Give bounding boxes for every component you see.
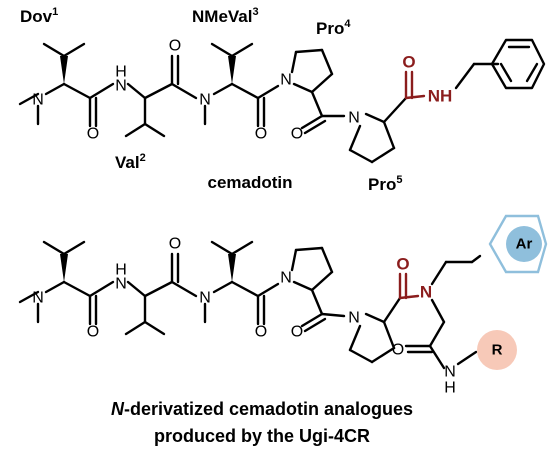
atom-n-val: N <box>115 78 127 95</box>
r-group-circle <box>477 330 517 370</box>
analogue-structure: Ar R N H N O O N O N O N O N O N H <box>18 214 548 397</box>
r-label: R <box>492 342 503 359</box>
atom-h-glycinamide: H <box>444 380 456 397</box>
atom-nh-amide: NH <box>428 87 453 106</box>
atom-o-dov: O <box>87 126 99 143</box>
atom-n-nmeval: N <box>199 92 211 109</box>
caption-line1: N-derivatized cemadotin analogues <box>111 399 413 419</box>
aryl-circle <box>506 226 542 262</box>
atom-n-val-b: N <box>115 276 127 293</box>
ar-label: Ar <box>516 236 533 253</box>
atom-n-dov: N <box>32 92 44 109</box>
cemadotin-structure: N H N O O N O N O N O NH Dov1 Val2 NMeVa… <box>18 6 546 194</box>
atom-o-amide: O <box>402 53 415 72</box>
atom-o-nmeval: O <box>255 126 267 143</box>
label-pro4: Pro4 <box>316 18 351 38</box>
atom-o-glycinamide: O <box>392 342 404 359</box>
label-pro5: Pro5 <box>368 174 402 194</box>
atom-n-pro4: N <box>280 72 292 89</box>
atom-n-dov-b: N <box>32 290 44 307</box>
atom-o-pro4: O <box>291 126 303 143</box>
atom-n-pro5-b: N <box>348 310 360 327</box>
aryl-ring <box>488 214 548 274</box>
atom-h-val: H <box>115 64 127 81</box>
atom-n-glycinamide: N <box>444 364 456 381</box>
atom-o-val-b: O <box>169 236 181 253</box>
atom-h-val-b: H <box>115 262 127 279</box>
label-val2: Val2 <box>115 152 146 172</box>
caption-line2: produced by the Ugi-4CR <box>154 426 370 446</box>
atom-o-pro4-b: O <box>291 324 303 341</box>
atom-n-pro4-b: N <box>280 270 292 287</box>
atom-o-val: O <box>169 38 181 55</box>
label-dov1: Dov1 <box>20 6 58 26</box>
atom-o-dov-b: O <box>87 324 99 341</box>
compound-name: cemadotin <box>207 173 292 192</box>
label-nmeval3: NMeVal3 <box>192 6 259 26</box>
atom-n-nmeval-b: N <box>199 290 211 307</box>
atom-o-nmeval-b: O <box>255 324 267 341</box>
atom-n-amide-b: N <box>420 283 432 302</box>
atom-o-amide-b: O <box>396 255 409 274</box>
atom-n-pro5: N <box>348 110 360 127</box>
